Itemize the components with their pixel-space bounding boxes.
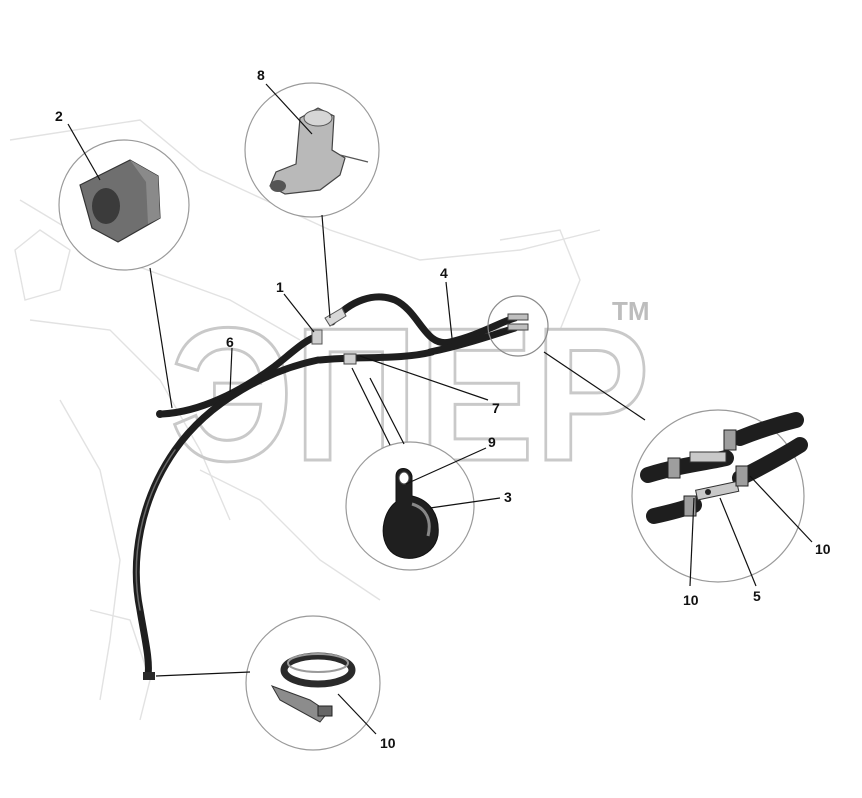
detail-5-10-source-circle <box>487 295 549 357</box>
hose-6 <box>158 332 322 418</box>
callout-2: 2 <box>55 108 63 124</box>
clip-9 <box>343 353 357 365</box>
clamp-1 <box>311 329 323 345</box>
hose-4-upper <box>328 293 519 347</box>
fitting-8 <box>324 307 347 327</box>
clip-part <box>382 468 439 559</box>
callout-4: 4 <box>440 265 448 281</box>
callout-6: 6 <box>226 334 234 350</box>
callout-8: 8 <box>257 67 265 83</box>
callout-10-right: 10 <box>815 541 831 557</box>
tube-end-2 <box>507 323 529 331</box>
hose-assembly <box>132 293 529 680</box>
callout-1: 1 <box>276 279 284 295</box>
callout-7: 7 <box>492 400 500 416</box>
detail-9-3 <box>345 441 475 571</box>
leader-lines <box>67 83 813 735</box>
tube-end-1 <box>507 313 529 321</box>
callout-10-clamp: 10 <box>380 735 396 751</box>
callout-9: 9 <box>488 434 496 450</box>
hose-clamp-part <box>280 652 356 688</box>
callout-labels: 2 8 1 4 6 7 9 3 10 10 5 10 <box>55 67 831 751</box>
hose-7 <box>316 348 436 364</box>
callout-10-left: 10 <box>683 592 699 608</box>
detail-10-clamp <box>245 615 381 751</box>
detail-8 <box>244 82 380 218</box>
detail-2 <box>58 139 190 271</box>
callout-5: 5 <box>753 588 761 604</box>
callout-3: 3 <box>504 489 512 505</box>
watermark-trademark: TM <box>612 296 650 326</box>
hose-4-lower <box>426 324 519 356</box>
detail-5-10 <box>631 409 808 583</box>
